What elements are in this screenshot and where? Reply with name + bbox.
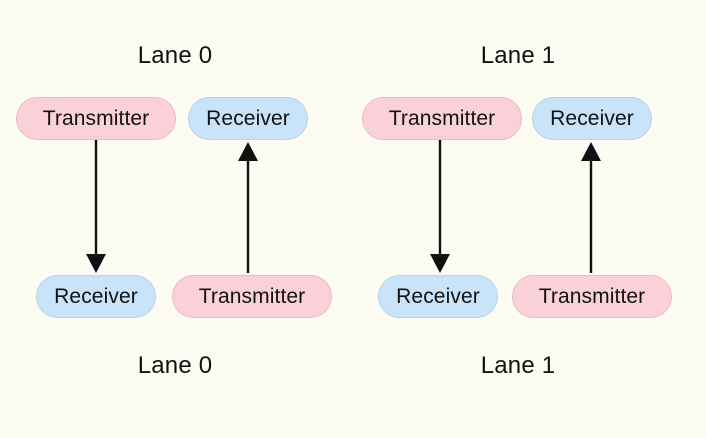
lane-0-bottom-label: Lane 0 — [137, 352, 213, 379]
lane-1-uplink-arrow — [581, 142, 601, 273]
lane-1-top-receiver[interactable]: Receiver — [532, 97, 652, 140]
lane-1-downlink-arrow — [430, 140, 450, 273]
lane-1-bottom-label: Lane 1 — [480, 352, 556, 379]
lane-0-top-transmitter[interactable]: Transmitter — [16, 97, 176, 140]
lane-1-top-label: Lane 1 — [480, 42, 556, 69]
lane-1-bottom-receiver[interactable]: Receiver — [378, 275, 498, 318]
lane-0-top-receiver[interactable]: Receiver — [188, 97, 308, 140]
lane-0-top-label: Lane 0 — [137, 42, 213, 69]
lane-0-uplink-arrow — [238, 142, 258, 273]
lane-1-bottom-transmitter[interactable]: Transmitter — [512, 275, 672, 318]
lane-1-top-transmitter[interactable]: Transmitter — [362, 97, 522, 140]
lane-0-downlink-arrow — [86, 140, 106, 273]
lane-0-bottom-transmitter[interactable]: Transmitter — [172, 275, 332, 318]
lane-0-bottom-receiver[interactable]: Receiver — [36, 275, 156, 318]
